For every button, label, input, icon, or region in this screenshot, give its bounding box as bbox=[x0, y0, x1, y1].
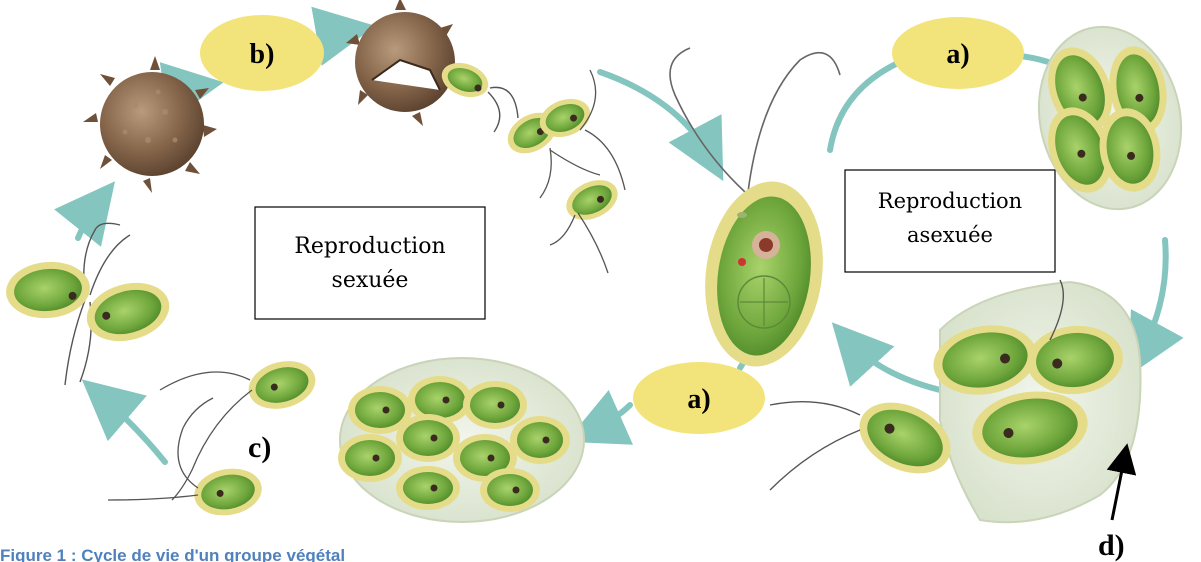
svg-text:asexuée: asexuée bbox=[907, 223, 993, 247]
figure-caption: Figure 1 : Cycle de vie d'un groupe végé… bbox=[0, 545, 345, 562]
svg-text:a): a) bbox=[687, 384, 710, 415]
arrow-release-to-cell bbox=[600, 72, 712, 160]
arrow-zygote-to-spore bbox=[78, 200, 100, 238]
label-b: b) bbox=[200, 15, 324, 91]
biflagellate-cell bbox=[670, 48, 840, 374]
label-d: d) bbox=[1098, 529, 1125, 562]
sheath-zoospores bbox=[770, 280, 1141, 522]
released-gametes bbox=[500, 70, 625, 273]
svg-text:sexuée: sexuée bbox=[332, 268, 409, 293]
svg-text:a): a) bbox=[946, 39, 969, 70]
arrow-sheath-to-cell bbox=[848, 340, 940, 390]
asexual-reproduction-box: Reproduction asexuée bbox=[845, 170, 1055, 272]
germinating-zygospore bbox=[346, 0, 518, 132]
arrow-a-top-curve bbox=[830, 62, 900, 150]
label-c: c) bbox=[248, 431, 271, 464]
sexual-reproduction-box: Reproduction sexuée bbox=[255, 207, 485, 319]
arrow-b-to-germination bbox=[315, 30, 352, 40]
zygote-fusion bbox=[4, 223, 176, 385]
gamete-colony bbox=[338, 358, 584, 522]
zygospore bbox=[83, 56, 217, 193]
svg-text:Reproduction: Reproduction bbox=[878, 189, 1022, 213]
arrow-a-bottom-out bbox=[588, 405, 630, 432]
label-a-top: a) bbox=[892, 17, 1024, 89]
arrow-c-to-zygote bbox=[100, 395, 165, 462]
svg-text:b): b) bbox=[250, 39, 275, 70]
arrow-colony-to-sheath bbox=[1140, 240, 1166, 355]
label-a-bottom: a) bbox=[633, 362, 765, 434]
svg-text:Reproduction: Reproduction bbox=[294, 234, 445, 259]
